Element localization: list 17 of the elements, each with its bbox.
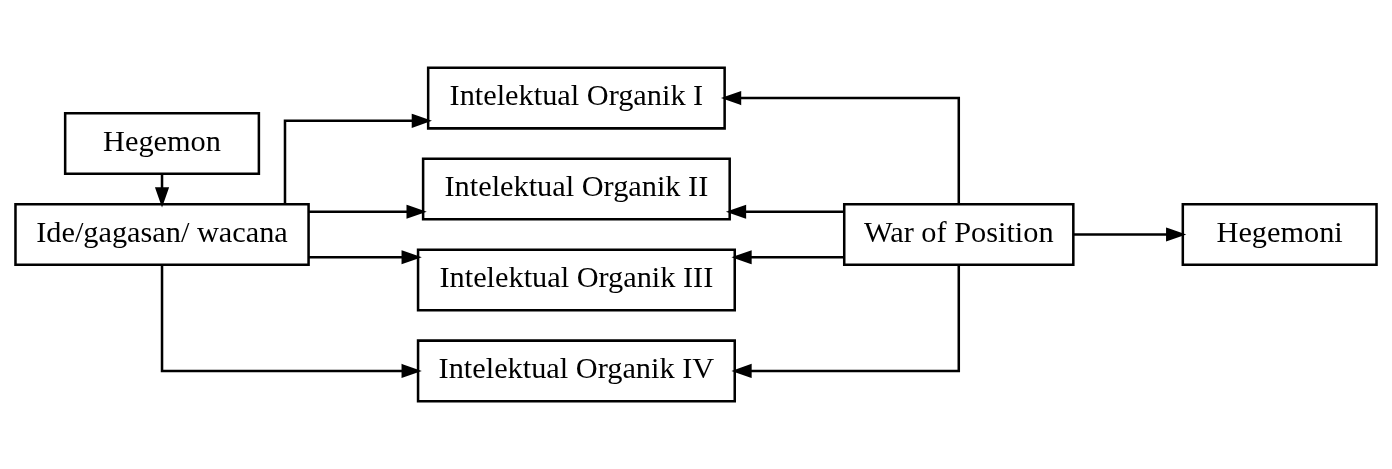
arrow	[1073, 227, 1187, 242]
node-box: Hegemoni	[1181, 202, 1378, 267]
node-box: War of Position	[842, 202, 1075, 267]
arrow	[731, 250, 845, 265]
node-box: Hegemon	[63, 111, 261, 176]
node-box: Intelektual Organik IV	[416, 339, 736, 403]
node-box: Intelektual Organik III	[416, 248, 736, 312]
arrow	[160, 265, 422, 379]
node-box: Intelektual Organik I	[426, 66, 726, 130]
arrow	[725, 204, 844, 219]
arrow	[283, 113, 432, 205]
node-box: Intelektual Organik II	[421, 157, 731, 221]
arrow	[731, 265, 961, 379]
arrow	[308, 250, 422, 265]
node-box: Ide/gagasan/ wacana	[14, 202, 310, 267]
arrow	[308, 204, 427, 219]
arrow	[720, 90, 961, 204]
